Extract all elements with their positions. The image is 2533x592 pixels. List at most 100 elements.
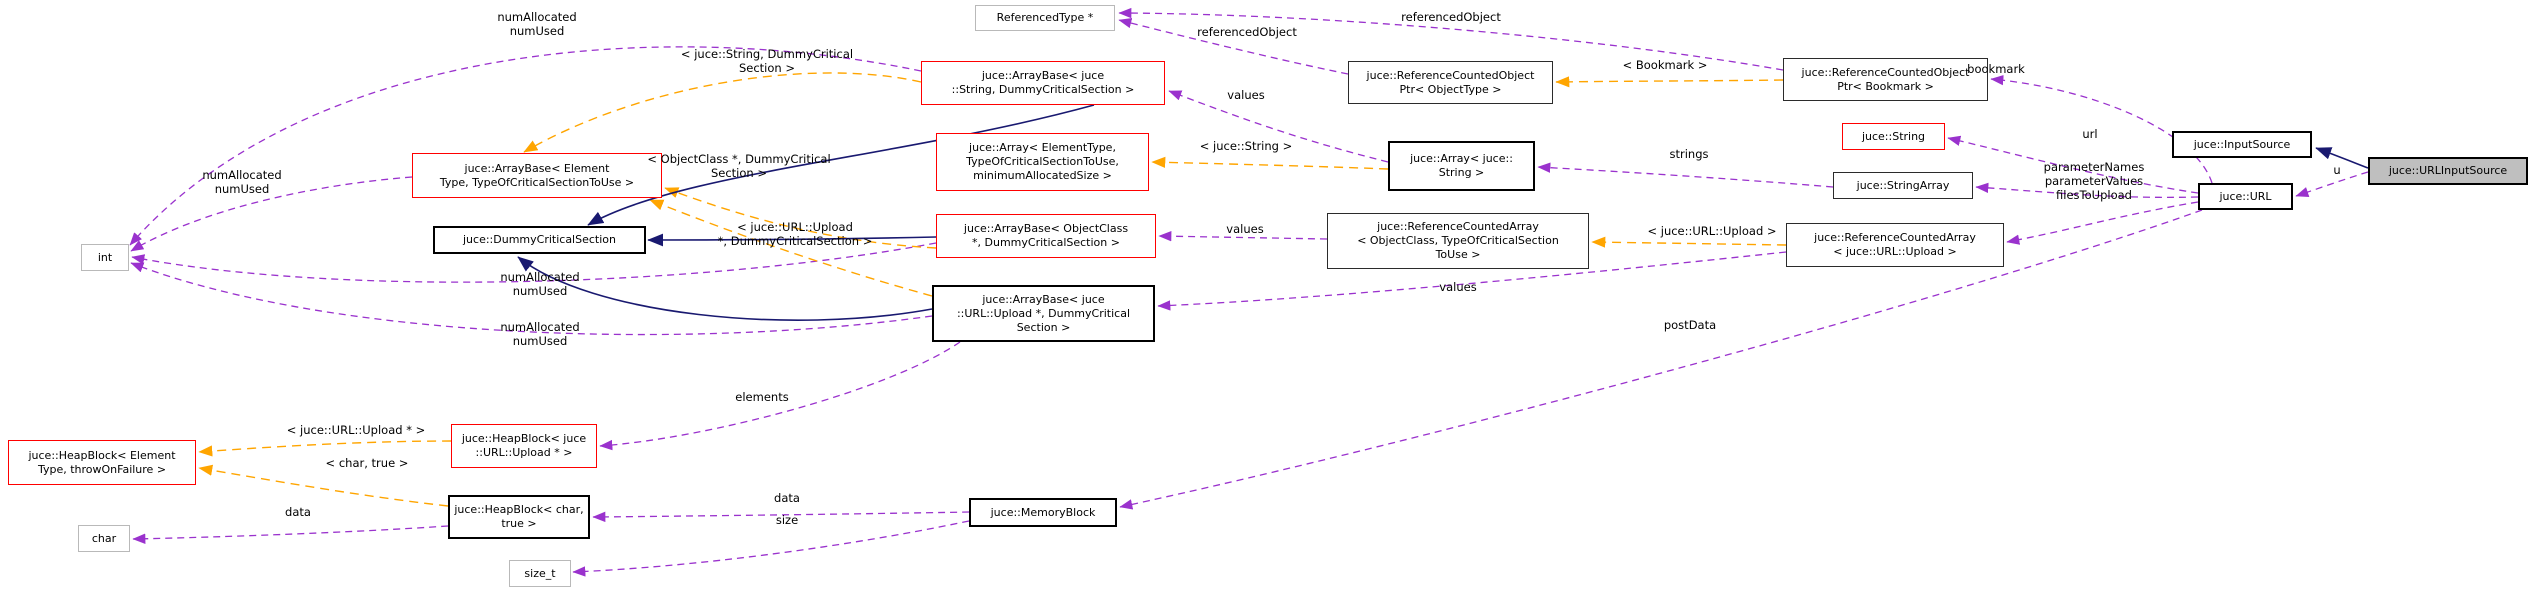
node-inputsource[interactable]: juce::InputSource — [2172, 131, 2312, 158]
node-reference-counted-object-ptr-objecttype[interactable]: juce::ReferenceCountedObject Ptr< Object… — [1348, 61, 1553, 104]
node-label: minimumAllocatedSize > — [973, 169, 1112, 182]
edge-tpl-string-dcs — [523, 72, 922, 153]
edge-files-to-upload — [2006, 201, 2199, 245]
edge-label-referenced-object-1: referencedObject — [1197, 25, 1297, 39]
node-label: ::URL::Upload * > — [475, 446, 573, 459]
node-label: juce::ReferenceCountedObject — [1801, 65, 1970, 79]
edge-label-tpl-upload: < juce::URL::Upload > — [1647, 224, 1777, 238]
node-heapblock-upload[interactable]: juce::HeapBlock< juce ::URL::Upload * > — [451, 424, 597, 468]
node-dummycriticalsection[interactable]: juce::DummyCriticalSection — [433, 226, 646, 254]
edge-url — [1947, 135, 2199, 194]
edge-label-tpl-char-true: < char, true > — [325, 456, 409, 470]
node-label: juce::ReferenceCountedObject — [1366, 68, 1535, 82]
node-arraybase-upload[interactable]: juce::ArrayBase< juce ::URL::Upload *, D… — [932, 285, 1155, 342]
edge-label-tpl-bookmark: < Bookmark > — [1622, 58, 1708, 72]
node-heapblock-char[interactable]: juce::HeapBlock< char, true > — [448, 495, 590, 539]
node-label: *, DummyCriticalSection > — [972, 236, 1120, 249]
edge-label-referenced-object-2: referencedObject — [1401, 10, 1501, 24]
node-label: Ptr< ObjectType > — [1399, 82, 1502, 96]
edge-referenced-object-1 — [1118, 17, 1349, 75]
node-label: int — [97, 250, 113, 264]
edge-label-num-alloc-left: numAllocated numUsed — [202, 168, 282, 196]
edge-values-3 — [1157, 251, 1787, 311]
node-label: juce::Array< juce:: — [1410, 152, 1513, 165]
edge-label-tpl-objectclass: < ObjectClass *, DummyCritical Section > — [647, 152, 831, 180]
node-label: Type, TypeOfCriticalSectionToUse > — [439, 175, 635, 189]
node-string[interactable]: juce::String — [1842, 123, 1945, 150]
edge-values-2 — [1158, 231, 1328, 242]
node-reference-counted-object-ptr-bookmark[interactable]: juce::ReferenceCountedObject Ptr< Bookma… — [1783, 58, 1988, 101]
node-memoryblock[interactable]: juce::MemoryBlock — [969, 498, 1117, 527]
node-size-t: size_t — [509, 560, 571, 587]
edge-tpl-upload-ptr — [198, 440, 452, 457]
edge-label-url: url — [2082, 127, 2098, 141]
node-label: juce::InputSource — [2193, 137, 2291, 151]
edge-inherit-arraybase-upload — [517, 256, 933, 322]
edge-elements — [599, 341, 961, 451]
node-label: Type, throwOnFailure > — [37, 462, 167, 476]
edge-label-bookmark: bookmark — [1967, 62, 2025, 76]
node-label: char — [91, 531, 117, 545]
node-label: juce::ArrayBase< Element — [464, 161, 610, 175]
edge-num-alloc-3 — [131, 242, 937, 283]
edge-inherit-urlinputsource — [2315, 147, 2369, 169]
edge-strings — [1537, 162, 1834, 188]
edge-num-alloc-2 — [130, 176, 413, 252]
edge-label-u: u — [2333, 163, 2341, 177]
edge-inherit-arraybase-string — [587, 104, 1095, 226]
node-arraybase-objectclass[interactable]: juce::ArrayBase< ObjectClass *, DummyCri… — [936, 214, 1156, 258]
node-label: juce::ArrayBase< ObjectClass — [963, 222, 1129, 235]
node-reference-counted-array-upload[interactable]: juce::ReferenceCountedArray < juce::URL:… — [1786, 223, 2004, 267]
node-label: ToUse > — [1435, 248, 1481, 261]
node-heapblock-element[interactable]: juce::HeapBlock< Element Type, throwOnFa… — [8, 440, 196, 485]
node-label: juce::StringArray — [1856, 178, 1950, 192]
node-label: juce::Array< ElementType, — [969, 141, 1116, 154]
edge-num-alloc-4 — [130, 262, 933, 336]
edge-u — [2295, 171, 2369, 198]
node-label: ::String, DummyCriticalSection > — [951, 83, 1135, 96]
node-array-elementtype[interactable]: juce::Array< ElementType, TypeOfCritical… — [936, 133, 1149, 191]
node-label: juce::DummyCriticalSection — [463, 233, 616, 246]
edge-label-strings: strings — [1669, 147, 1709, 161]
node-label: juce::HeapBlock< juce — [461, 432, 587, 445]
node-label: size_t — [524, 566, 556, 580]
edge-data-1 — [592, 511, 970, 523]
edge-tpl-juce-string — [1151, 156, 1389, 170]
node-array-string[interactable]: juce::Array< juce:: String > — [1388, 141, 1535, 191]
node-char: char — [78, 525, 130, 552]
node-label: true > — [501, 517, 537, 530]
edge-label-values-1: values — [1227, 88, 1265, 102]
node-reference-counted-array-objectclass[interactable]: juce::ReferenceCountedArray < ObjectClas… — [1327, 213, 1589, 269]
edge-label-size: size — [775, 513, 799, 527]
edge-label-data-1: data — [774, 491, 800, 505]
node-arraybase-string[interactable]: juce::ArrayBase< juce ::String, DummyCri… — [921, 61, 1165, 105]
node-label: juce::ReferenceCountedArray — [1377, 220, 1539, 233]
edge-values-1 — [1168, 90, 1389, 163]
node-label: Section > — [1016, 320, 1071, 334]
edge-num-alloc-1 — [129, 46, 922, 246]
edge-postdata — [1119, 209, 2203, 510]
edge-label-num-alloc-top: numAllocated numUsed — [497, 10, 577, 38]
edge-tpl-upload-dcs — [649, 199, 933, 297]
node-label: juce::ArrayBase< juce — [982, 292, 1105, 306]
node-referenced-type: ReferencedType * — [975, 5, 1115, 31]
node-url[interactable]: juce::URL — [2198, 183, 2293, 210]
edge-tpl-char-true — [198, 464, 449, 507]
node-label: Ptr< Bookmark > — [1837, 79, 1934, 93]
node-label: juce::URL — [2219, 189, 2272, 203]
node-label: ReferencedType * — [996, 11, 1094, 24]
node-arraybase-element[interactable]: juce::ArrayBase< Element Type, TypeOfCri… — [412, 153, 662, 198]
node-label: String > — [1438, 166, 1485, 179]
edge-size — [572, 520, 970, 577]
node-label: < ObjectClass, TypeOfCriticalSection — [1357, 234, 1559, 247]
node-stringarray[interactable]: juce::StringArray — [1833, 172, 1973, 199]
node-label: TypeOfCriticalSectionToUse, — [966, 155, 1119, 168]
edge-inherit-arraybase-objectclass — [647, 233, 937, 247]
edge-tpl-objectclass — [664, 187, 937, 249]
edge-data-2 — [132, 525, 449, 544]
edge-label-tpl-upload-dcs: < juce::URL::Upload *, DummyCriticalSect… — [717, 220, 873, 248]
edge-label-parameters: parameterNames parameterValues filesToUp… — [2043, 160, 2145, 202]
edge-label-num-alloc-3: numAllocated numUsed — [500, 270, 580, 298]
